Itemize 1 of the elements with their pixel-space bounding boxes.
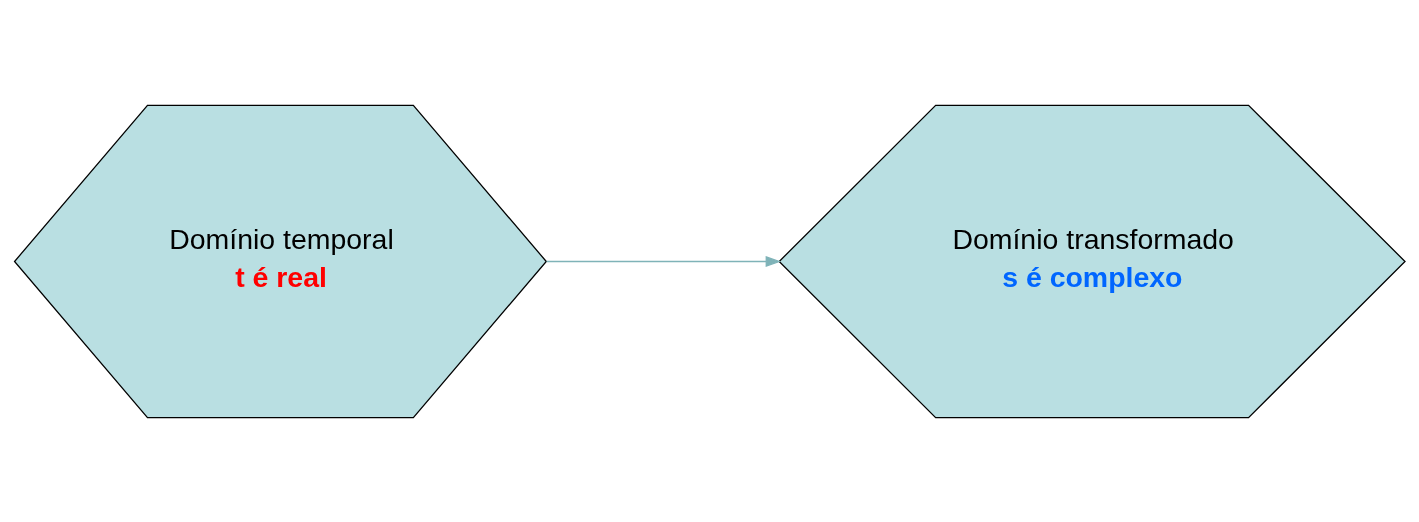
arrow (546, 255, 782, 267)
